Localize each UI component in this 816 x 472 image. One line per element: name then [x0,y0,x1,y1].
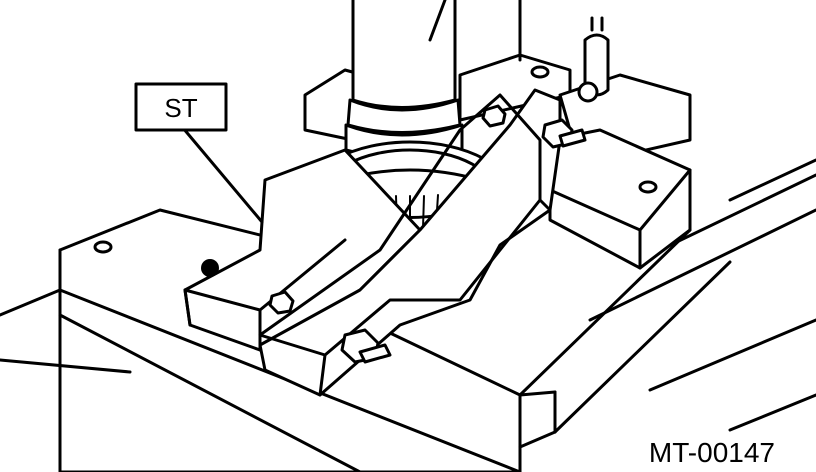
bolt [541,118,587,149]
figure-code: MT-00147 [649,437,775,468]
callout-box: ST [134,82,228,132]
special-tool-right-plate [258,88,562,397]
fixing-bolts [268,16,610,364]
adjuster-pin [577,16,610,103]
callout-leader-line [181,126,264,224]
bolt [340,328,392,364]
callout-label: ST [164,93,197,123]
bolt [481,104,507,128]
right-support-block [548,128,692,270]
bolt [268,290,295,315]
